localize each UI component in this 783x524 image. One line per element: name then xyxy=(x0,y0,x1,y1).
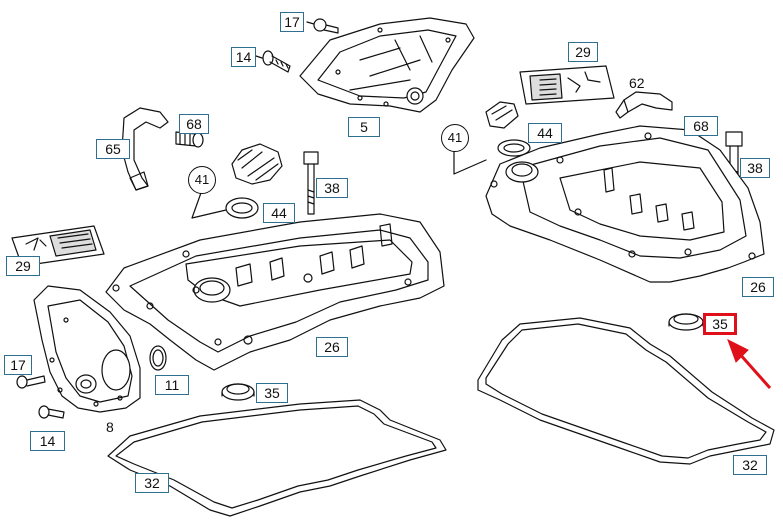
callout-29-left[interactable]: 29 xyxy=(6,256,40,276)
callout-14-top[interactable]: 14 xyxy=(231,47,256,67)
seal-part-35-right xyxy=(669,314,703,330)
callout-17-left[interactable]: 17 xyxy=(4,355,32,375)
seal-part-35-left xyxy=(222,384,254,400)
callout-8[interactable]: 8 xyxy=(106,419,114,435)
callout-38-mid[interactable]: 38 xyxy=(316,178,348,198)
filler-cap-part-41-left xyxy=(232,144,282,184)
valve-cover-part-26-left xyxy=(106,214,444,370)
callout-68-right[interactable]: 68 xyxy=(684,116,718,136)
cap-part-68-left xyxy=(176,132,203,147)
callout-5[interactable]: 5 xyxy=(348,117,380,137)
side-cover-part-8 xyxy=(34,286,140,412)
callout-62[interactable]: 62 xyxy=(629,75,645,91)
callout-32-right[interactable]: 32 xyxy=(733,455,767,475)
bolt-part-17-left xyxy=(17,376,45,388)
callout-11[interactable]: 11 xyxy=(155,375,189,395)
callout-29-right[interactable]: 29 xyxy=(568,42,598,62)
leader-41-right xyxy=(454,152,486,174)
leader-41-left xyxy=(192,190,226,218)
callout-38-right[interactable]: 38 xyxy=(740,158,770,178)
callout-26-left[interactable]: 26 xyxy=(316,337,348,357)
bolt-part-17-top xyxy=(307,19,338,33)
callout-14-left[interactable]: 14 xyxy=(30,431,65,451)
timing-cover-part-5 xyxy=(300,18,474,112)
bolt-part-14-top xyxy=(256,51,290,72)
oring-part-11 xyxy=(150,346,166,370)
callout-32-left[interactable]: 32 xyxy=(135,473,169,493)
callout-41-left[interactable]: 41 xyxy=(188,166,216,194)
gasket-part-32-right xyxy=(478,318,774,464)
callout-35-right-highlighted[interactable]: 35 xyxy=(703,313,737,335)
callout-44-right[interactable]: 44 xyxy=(528,123,562,143)
hose-part-65 xyxy=(122,108,168,190)
callout-35-left[interactable]: 35 xyxy=(256,383,288,403)
callout-44-left[interactable]: 44 xyxy=(263,203,295,223)
callout-17-top[interactable]: 17 xyxy=(280,12,304,32)
filler-cap-part-41-right xyxy=(486,102,518,128)
highlight-arrow xyxy=(728,340,770,388)
bolt-part-14-left xyxy=(39,406,64,418)
gasket-part-32-left xyxy=(108,400,446,516)
callout-26-right[interactable]: 26 xyxy=(742,277,774,297)
callout-65[interactable]: 65 xyxy=(96,139,130,159)
callout-41-right[interactable]: 41 xyxy=(441,124,469,152)
valve-cover-part-26-right xyxy=(486,126,764,282)
callout-68-left[interactable]: 68 xyxy=(179,114,209,134)
seal-ring-part-44-right xyxy=(498,140,530,156)
hose-part-62 xyxy=(616,92,672,118)
label-card-part-29-right xyxy=(520,66,614,104)
bolt-part-38-mid xyxy=(304,152,318,214)
seal-ring-part-44-left xyxy=(226,198,258,218)
